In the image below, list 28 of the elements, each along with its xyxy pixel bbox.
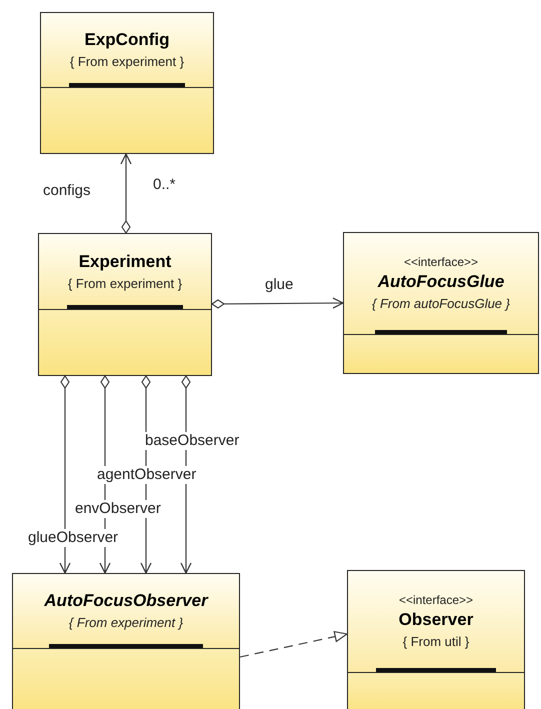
class-name: Experiment bbox=[78, 250, 172, 272]
association-arrow bbox=[59, 375, 71, 574]
class-name: AutoFocusGlue bbox=[378, 270, 504, 292]
realization-arrow bbox=[240, 631, 348, 658]
class-name: ExpConfig bbox=[84, 29, 170, 51]
edge-label: glue bbox=[264, 276, 294, 294]
multiplicity-label: 0..* bbox=[153, 176, 176, 194]
class-box bbox=[12, 573, 240, 709]
package-label: { From autoFocusGlue } bbox=[372, 294, 510, 313]
association-arrow bbox=[120, 153, 132, 234]
edge-label: baseObserver bbox=[144, 432, 240, 450]
package-label: { From util } bbox=[402, 632, 470, 651]
edge-label: configs bbox=[42, 182, 92, 200]
class-name: Observer bbox=[398, 608, 474, 630]
edge-label: envObserver bbox=[74, 500, 162, 518]
package-label: { From experiment } bbox=[68, 274, 182, 293]
class-name: AutoFocusObserver bbox=[44, 590, 208, 612]
class-box bbox=[38, 233, 212, 376]
stereotype-label: <<interface>> bbox=[398, 592, 474, 608]
package-label: { From experiment } bbox=[68, 614, 184, 632]
association-arrow bbox=[211, 297, 344, 309]
package-label: { From experiment } bbox=[70, 53, 184, 71]
class-box bbox=[347, 570, 525, 709]
stereotype-label: <<interface>> bbox=[404, 254, 478, 270]
edge-label: glueObserver bbox=[27, 529, 120, 547]
edge-label: agentObserver bbox=[96, 466, 198, 484]
class-box bbox=[343, 232, 539, 374]
class-box bbox=[40, 12, 214, 154]
